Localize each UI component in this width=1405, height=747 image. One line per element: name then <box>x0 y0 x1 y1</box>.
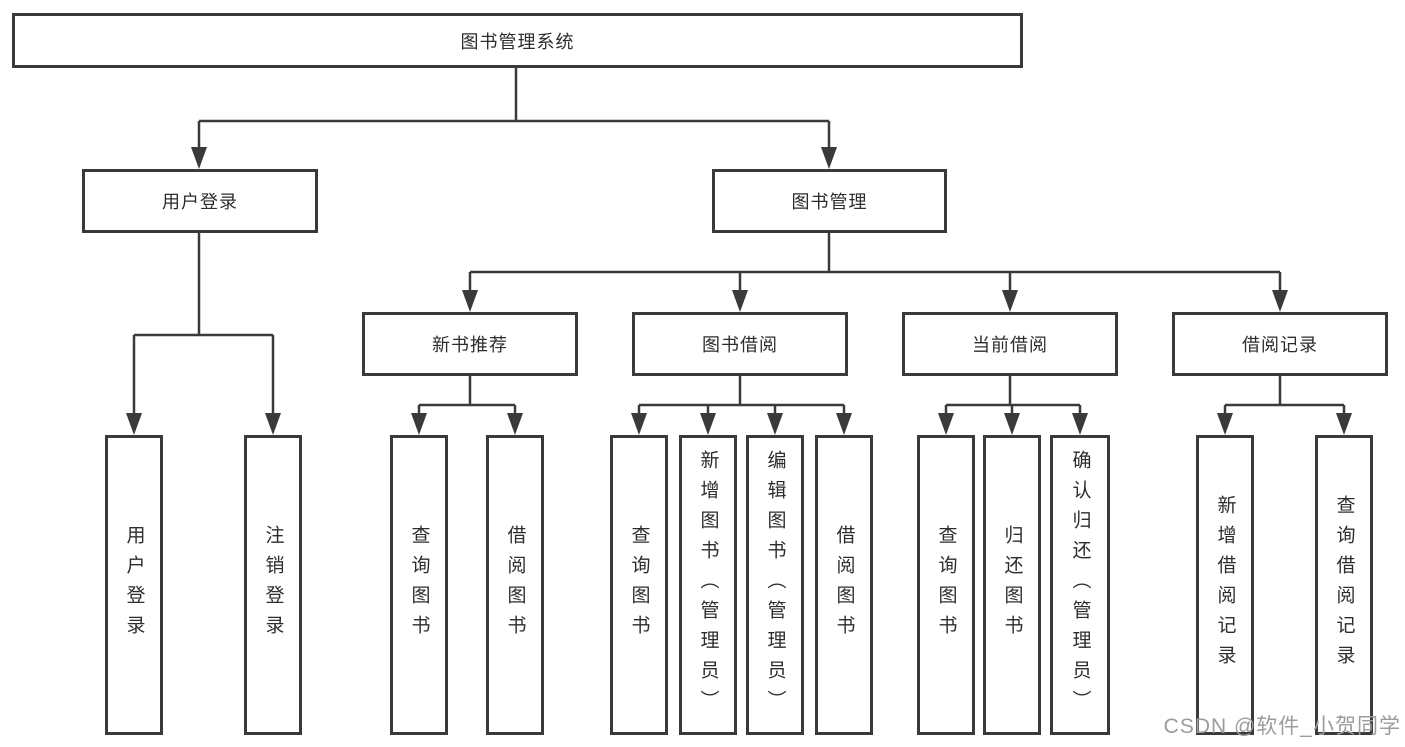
leaf-query-books-borrow: 查询图书 <box>610 435 668 735</box>
leaf-return-book-label: 归还图书 <box>1001 525 1023 645</box>
leaf-user-login-label: 用户登录 <box>123 525 145 645</box>
leaf-query-books-recommend-label: 查询图书 <box>408 525 430 645</box>
node-book-borrow-label: 图书借阅 <box>702 335 778 355</box>
node-library-management-system: 图书管理系统 <box>12 13 1023 68</box>
leaf-add-borrow-record-label: 新增借阅记录 <box>1214 495 1236 675</box>
leaf-add-borrow-record: 新增借阅记录 <box>1196 435 1254 735</box>
leaf-query-books-recommend: 查询图书 <box>390 435 448 735</box>
leaf-return-book: 归还图书 <box>983 435 1041 735</box>
leaf-edit-book-admin-label: 编辑图书（管理员） <box>764 450 786 720</box>
node-book-management: 图书管理 <box>712 169 947 233</box>
node-current-borrow: 当前借阅 <box>902 312 1118 376</box>
leaf-query-books-borrow-label: 查询图书 <box>628 525 650 645</box>
node-borrow-records: 借阅记录 <box>1172 312 1388 376</box>
leaf-borrow-books-recommend: 借阅图书 <box>486 435 544 735</box>
node-library-management-system-label: 图书管理系统 <box>460 31 575 52</box>
csdn-watermark: CSDN @软件_小贺同学 <box>1163 715 1401 738</box>
leaf-query-books-current-label: 查询图书 <box>935 525 957 645</box>
node-book-borrow: 图书借阅 <box>632 312 848 376</box>
leaf-query-borrow-record-label: 查询借阅记录 <box>1333 495 1355 675</box>
leaf-query-books-current: 查询图书 <box>917 435 975 735</box>
leaf-confirm-return-admin: 确认归还（管理员） <box>1050 435 1110 735</box>
leaf-user-login: 用户登录 <box>105 435 163 735</box>
leaf-logout: 注销登录 <box>244 435 302 735</box>
node-user-login-label: 用户登录 <box>162 192 238 212</box>
node-new-book-recommend: 新书推荐 <box>362 312 578 376</box>
arrowheads <box>126 147 1352 435</box>
node-user-login: 用户登录 <box>82 169 318 233</box>
leaf-add-book-admin: 新增图书（管理员） <box>679 435 737 735</box>
node-current-borrow-label: 当前借阅 <box>972 335 1048 355</box>
node-new-book-recommend-label: 新书推荐 <box>432 335 508 355</box>
leaf-borrow-books-recommend-label: 借阅图书 <box>504 525 526 645</box>
leaf-logout-label: 注销登录 <box>262 525 284 645</box>
leaf-borrow-books-borrow-label: 借阅图书 <box>833 525 855 645</box>
node-book-management-label: 图书管理 <box>791 192 868 212</box>
leaf-add-book-admin-label: 新增图书（管理员） <box>697 450 719 720</box>
leaf-query-borrow-record: 查询借阅记录 <box>1315 435 1373 735</box>
leaf-borrow-books-borrow: 借阅图书 <box>815 435 873 735</box>
node-borrow-records-label: 借阅记录 <box>1242 335 1318 355</box>
leaf-confirm-return-admin-label: 确认归还（管理员） <box>1069 450 1091 720</box>
leaf-edit-book-admin: 编辑图书（管理员） <box>746 435 804 735</box>
